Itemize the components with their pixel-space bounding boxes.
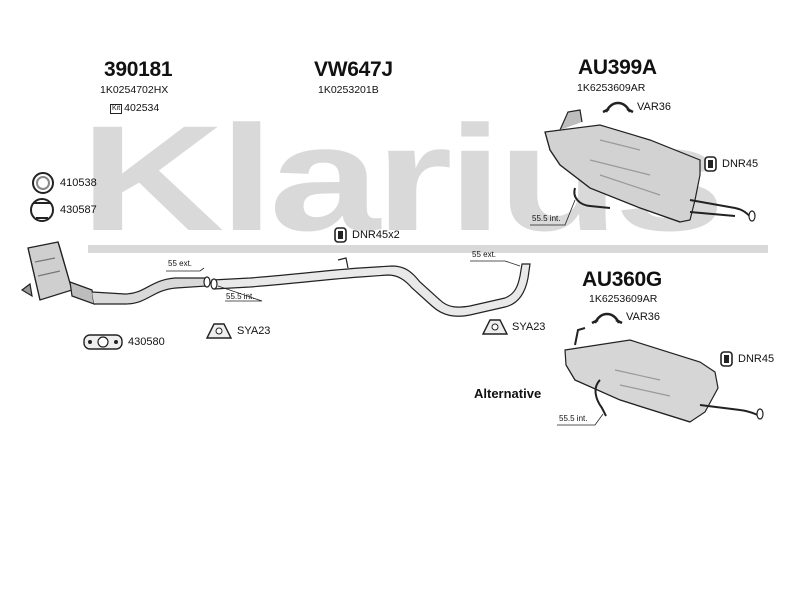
- part-code-rear-main: AU399A: [578, 56, 657, 79]
- label-hanger-var36-main: VAR36: [637, 101, 672, 113]
- hanger-var36-alt-icon: [591, 312, 623, 325]
- clamp-dnr45-main-icon: [704, 156, 717, 172]
- oem-code-rear-main: 1K6253609AR: [577, 82, 646, 94]
- part-code-rear-alt: AU360G: [582, 268, 662, 291]
- label-clamp-dnr45-alt: DNR45: [738, 353, 775, 365]
- dimension-label-5: 55.5 int.: [559, 414, 588, 423]
- middle-pipe-part: [210, 257, 531, 317]
- label-hanger-sya23-left: SYA23: [237, 325, 271, 337]
- label-ring-410538: 410538: [60, 177, 97, 189]
- dimension-label-4: 55.5 int.: [532, 214, 561, 223]
- rear-silencer-alt-part: [564, 327, 764, 423]
- label-clamp-dnr45-main: DNR45: [722, 158, 759, 170]
- clamp-dnr45-alt-icon: [720, 351, 733, 367]
- ring-410538-icon: [32, 172, 54, 194]
- label-hanger-var36-alt: VAR36: [626, 311, 661, 323]
- dimension-lines: [166, 199, 604, 426]
- dimension-label-1: 55 ext.: [168, 259, 193, 268]
- rear-silencer-main-part: [544, 109, 756, 223]
- watermark-bar: [88, 245, 768, 253]
- oem-code-mid: 1K0253201B: [318, 84, 379, 96]
- dimension-label-3: 55 ext.: [472, 250, 497, 259]
- label-clamp-dnr45x2: DNR45x2: [352, 229, 400, 241]
- clamp-dnr45x2-icon: [334, 227, 347, 243]
- gasket-430580-icon: [83, 334, 123, 350]
- label-ring-430587: 430587: [60, 204, 97, 216]
- dimension-label-2: 55.5 int.: [226, 292, 255, 301]
- oem-code-rear-alt: 1K6253609AR: [589, 293, 658, 305]
- alternative-label: Alternative: [474, 386, 542, 401]
- hanger-sya23-left-icon: [205, 323, 233, 339]
- oem-code-cat: 1K0254702HX: [100, 84, 169, 96]
- label-gasket-430580: 430580: [128, 336, 165, 348]
- hanger-sya23-right-icon: [481, 319, 509, 335]
- kit-number: 402534: [124, 102, 160, 114]
- hanger-var36-main-icon: [602, 101, 634, 114]
- part-code-mid: VW647J: [314, 58, 393, 81]
- part-code-cat: 390181: [104, 58, 173, 81]
- kit-badge: Kit: [110, 104, 123, 114]
- catalytic-converter-part: [20, 241, 211, 305]
- label-hanger-sya23-right: SYA23: [512, 321, 546, 333]
- clamp-ring-430587-icon: [30, 198, 54, 222]
